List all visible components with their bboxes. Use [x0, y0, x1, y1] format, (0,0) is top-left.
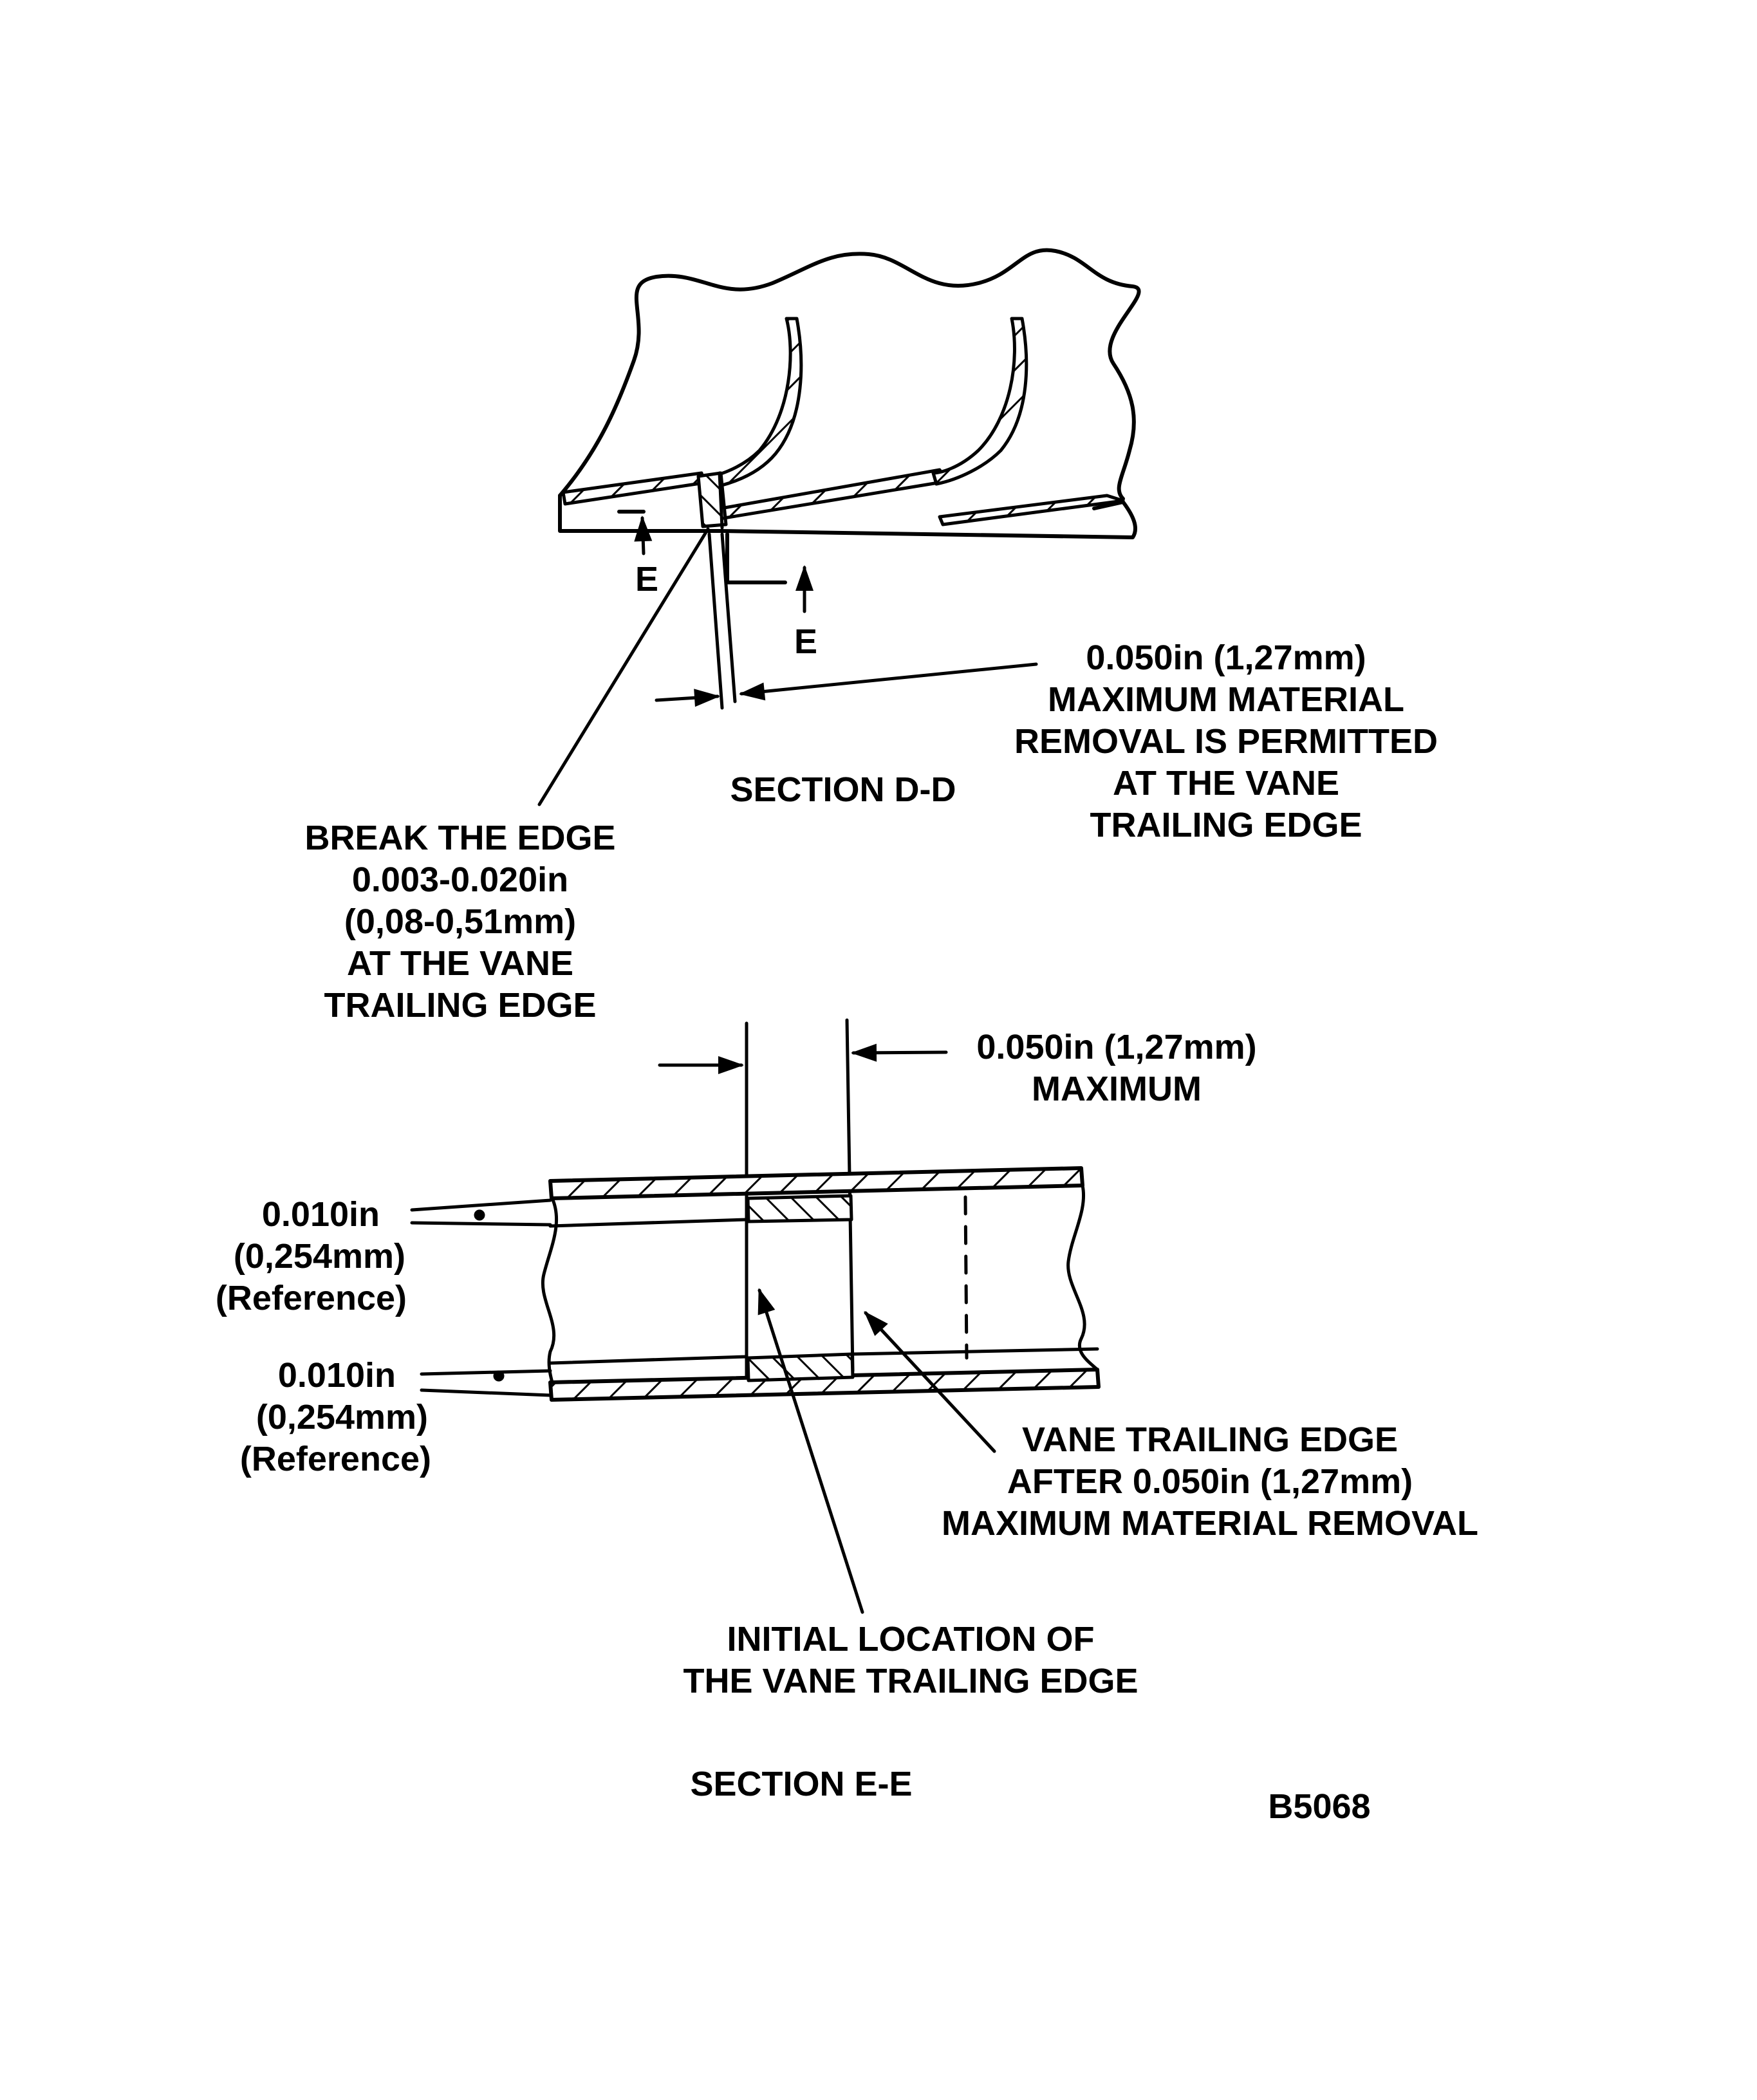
- section-dd-vane-3: [938, 494, 1125, 526]
- break-edge-note-line-3: (0,08-0,51mm): [344, 902, 576, 941]
- ref-upper-line-2: [410, 1221, 552, 1227]
- section-e-mark-left-arrow: [634, 516, 653, 555]
- ref-lower-line-2: [420, 1388, 552, 1397]
- ee-trailing-block-bottom: [746, 1352, 855, 1382]
- dd-dim-arrow-left: [655, 689, 720, 707]
- initial-location-leader: [758, 1288, 864, 1614]
- ref-lower-line-1: [420, 1369, 552, 1376]
- max-removal-note-line-4: AT THE VANE: [1113, 764, 1339, 803]
- ref-lower-line-1-text: 0.010in: [278, 1356, 396, 1395]
- initial-location-note-line-1: INITIAL LOCATION OF: [727, 1620, 1095, 1659]
- section-dd-vane-2: [931, 317, 1028, 486]
- section-dd-break-outline: [558, 248, 1141, 501]
- ee-upper-wall: [548, 1166, 1084, 1200]
- ee-dim-arrow-right: [851, 1043, 948, 1062]
- ee-inner-line-bottom-2: [851, 1347, 1099, 1356]
- labels: E E 0.050in (1,27mm) MAXIMUM MATERIAL RE…: [216, 560, 1478, 1826]
- max-removal-note-line-1: 0.050in (1,27mm): [1086, 638, 1366, 677]
- initial-location-note-line-2: THE VANE TRAILING EDGE: [683, 1662, 1138, 1700]
- break-edge-note-line-2: 0.003-0.020in: [352, 860, 568, 899]
- dd-dim-arrow-right: [739, 662, 1038, 701]
- break-edge-leader: [537, 527, 710, 806]
- ref-upper-line-1: [410, 1198, 552, 1212]
- ee-max-dim-line-2: MAXIMUM: [1032, 1070, 1202, 1108]
- break-edge-note-line-5: TRAILING EDGE: [324, 986, 596, 1025]
- ee-inner-line-top: [548, 1218, 748, 1228]
- break-edge-note-line-4: AT THE VANE: [347, 944, 573, 983]
- ee-right-break: [1066, 1184, 1099, 1371]
- ee-left-break: [541, 1196, 559, 1384]
- section-dd-drawing: [537, 248, 1141, 806]
- ee-inner-line-bottom: [548, 1355, 748, 1365]
- section-dd-band-right: [719, 468, 948, 520]
- dd-extension-line-1: [707, 532, 724, 710]
- ref-upper-line-1-text: 0.010in: [262, 1195, 380, 1234]
- section-dd-vane-1: [700, 317, 803, 491]
- ee-trailing-block-top: [746, 1194, 853, 1223]
- after-removal-note-line-1: VANE TRAILING EDGE: [1022, 1420, 1398, 1459]
- ref-lower-line-2-text: (0,254mm): [256, 1398, 428, 1436]
- section-dd-title: SECTION D-D: [730, 770, 956, 809]
- ee-dashed-line: [963, 1195, 969, 1360]
- section-ee-title: SECTION E-E: [690, 1765, 912, 1803]
- dd-extension-line-2: [720, 532, 737, 703]
- section-dd-trailing-edge-line: [718, 471, 724, 530]
- section-e-letter-left: E: [635, 560, 658, 599]
- max-removal-note-line-3: REMOVAL IS PERMITTED: [1014, 722, 1438, 761]
- ref-upper-dot: [474, 1209, 485, 1221]
- ref-upper-line-3-text: (Reference): [216, 1279, 407, 1317]
- section-e-letter-right: E: [794, 622, 817, 661]
- after-removal-note-line-2: AFTER 0.050in (1,27mm): [1007, 1462, 1413, 1501]
- ref-lower-line-3-text: (Reference): [240, 1440, 431, 1478]
- section-dd-casing: [558, 494, 1137, 539]
- ref-upper-line-2-text: (0,254mm): [234, 1237, 405, 1276]
- max-removal-note-line-5: TRAILING EDGE: [1090, 806, 1362, 844]
- after-removal-leader: [864, 1311, 996, 1453]
- break-edge-note-line-1: BREAK THE EDGE: [304, 819, 615, 857]
- max-removal-note-line-2: MAXIMUM MATERIAL: [1048, 680, 1404, 719]
- ee-max-dim-line-1: 0.050in (1,27mm): [976, 1028, 1256, 1066]
- after-removal-note-line-3: MAXIMUM MATERIAL REMOVAL: [942, 1504, 1478, 1543]
- section-dd-casing-band: [561, 471, 707, 506]
- section-ee-drawing: [410, 1018, 1101, 1614]
- figure-id: B5068: [1268, 1787, 1370, 1826]
- ref-lower-dot: [493, 1370, 505, 1382]
